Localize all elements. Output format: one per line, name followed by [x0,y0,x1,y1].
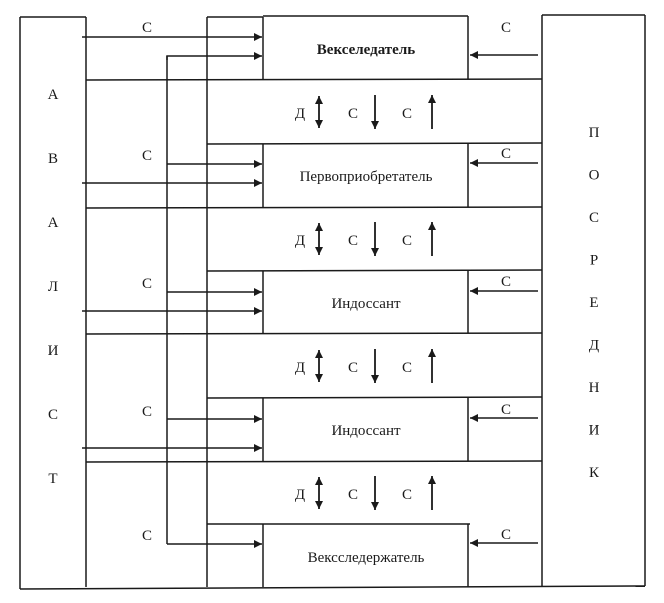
band-separator-6 [206,396,543,399]
box-label-indossant-2: Индоссант [331,423,401,439]
left-label-c-1: С [142,20,152,36]
avalist-letter: Л [48,279,58,295]
box-indossant-2: Индоссант [262,397,469,462]
label-c-up: С [402,233,412,249]
avalist-letter: А [48,215,59,231]
band-separator-3 [85,206,543,209]
label-d: Д [295,487,305,503]
posrednik-letter: П [589,125,600,141]
label-c-down: С [348,106,358,122]
avalist-letter: И [48,343,59,359]
between-box-flows: Д С С Д С С Д С С Д С С [295,95,436,510]
right-label-c-3: С [501,274,511,290]
box-label-veksel-derzhatel: Вексследержатель [308,550,425,566]
box-veksel-derzhatel: Вексследержатель [262,524,469,587]
avalist-label: А В А Л И С Т [48,87,59,487]
left-label-c-5: С [142,528,152,544]
avalist-letter: В [48,151,58,167]
box-vekseledatel: Векселедатель [262,15,469,80]
label-c-up: С [402,487,412,503]
box-label-pervopriobretatel: Первоприобретатель [300,169,433,185]
left-label-c-4: С [142,404,152,420]
posrednik-letter: С [589,210,599,226]
box-indossant-1: Индоссант [262,270,469,334]
band-separator-2 [206,142,543,145]
label-c-up: С [402,106,412,122]
label-c-down: С [348,233,358,249]
right-label-c-1: С [501,20,511,36]
label-d: Д [295,360,305,376]
posrednik-letter: Д [589,338,599,354]
label-c-down: С [348,487,358,503]
right-label-c-5: С [501,527,511,543]
posrednik-letter: О [589,168,600,184]
left-label-c-3: С [142,276,152,292]
label-c-down: С [348,360,358,376]
posrednik-letter: Н [589,380,600,396]
posrednik-letter: К [589,465,600,481]
band-separator-1 [85,78,543,81]
avalist-letter: С [48,407,58,423]
band-separator-4 [206,269,543,272]
label-d: Д [295,233,305,249]
box-label-vekseledatel: Векселедатель [317,42,415,58]
box-pervopriobretatel: Первоприобретатель [262,143,469,207]
band-separator-5 [85,332,543,335]
avalist-letter: А [48,87,59,103]
left-arrows [82,33,262,548]
label-d: Д [295,106,305,122]
avalist-letter: Т [48,471,57,487]
bottom-edge [19,585,646,590]
right-arrows [470,51,538,547]
posrednik-letter: Е [589,295,598,311]
left-label-c-2: С [142,148,152,164]
band-separator-7 [85,460,543,463]
arrow-feeder-to-box-1 [166,52,262,60]
posrednik-letter: И [589,423,600,439]
posrednik-label: П О С Р Е Д Н И К [589,125,600,481]
right-label-c-2: С [501,146,511,162]
posrednik-letter: Р [590,253,598,269]
right-label-c-4: С [501,402,511,418]
box-label-indossant-1: Индоссант [331,296,401,312]
label-c-up: С [402,360,412,376]
